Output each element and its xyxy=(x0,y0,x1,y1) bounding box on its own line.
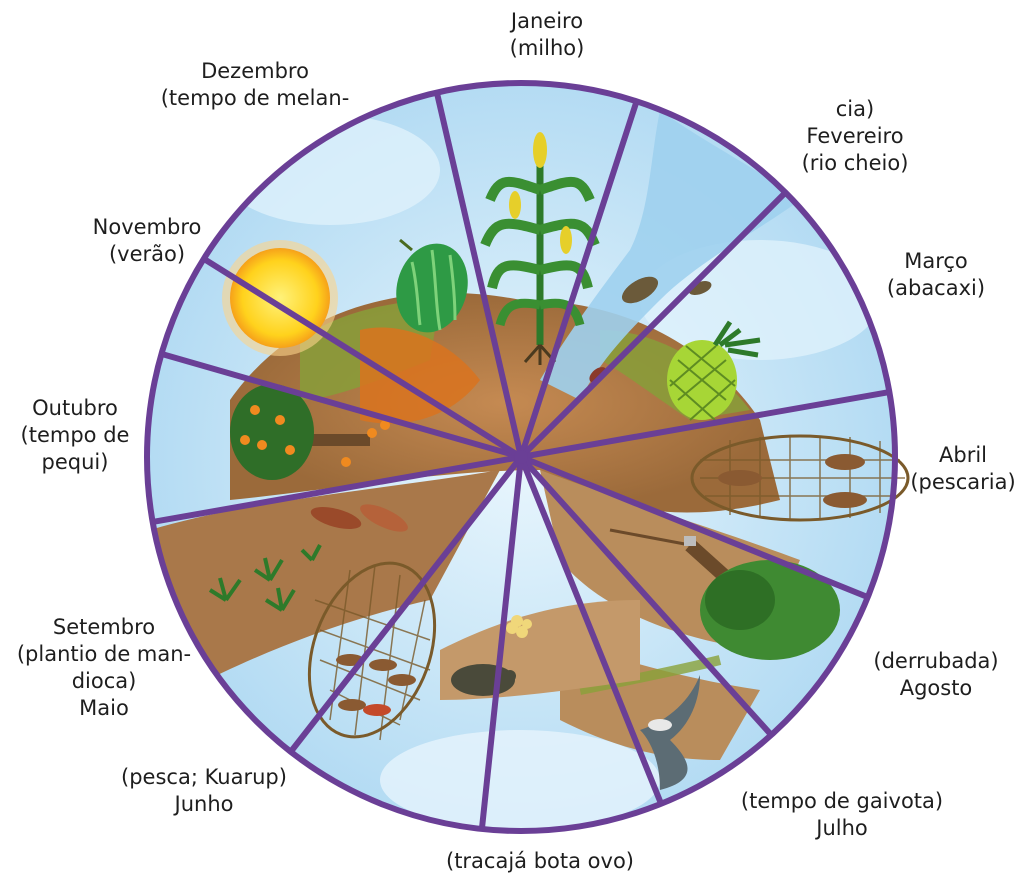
label-line: Janeiro xyxy=(472,8,622,35)
label-line: Novembro xyxy=(72,214,222,241)
label-line: Setembro xyxy=(0,614,208,641)
label-line: Julho xyxy=(722,815,962,842)
label-novembro: Novembro (verão) xyxy=(72,214,222,268)
sun-icon xyxy=(222,240,338,356)
label-line: (plantio de man- xyxy=(0,641,208,668)
label-marco: Março (abacaxi) xyxy=(866,248,1006,302)
label-line: dioca) xyxy=(0,668,208,695)
label-julho: (tempo de gaivota) Julho xyxy=(722,788,962,842)
label-line: Dezembro xyxy=(130,58,380,85)
label-line: pequi) xyxy=(0,449,150,476)
label-outubro: Outubro (tempo de pequi) xyxy=(0,395,150,476)
label-line: Junho xyxy=(104,791,304,818)
label-fevereiro: cia) Fevereiro (rio cheio) xyxy=(770,96,940,177)
label-line: (pescaria) xyxy=(900,469,1026,496)
label-tracaja: (tracajá bota ovo) xyxy=(420,848,660,875)
label-line: Março xyxy=(866,248,1006,275)
label-line: (tracajá bota ovo) xyxy=(420,848,660,875)
label-line: (pesca; Kuarup) xyxy=(104,764,304,791)
label-abril: Abril (pescaria) xyxy=(900,442,1026,496)
label-line: (derrubada) xyxy=(856,648,1016,675)
wheel-hub xyxy=(514,450,528,464)
label-setembro: Setembro (plantio de man- dioca) Maio xyxy=(0,614,208,722)
label-line: Maio xyxy=(0,695,208,722)
label-line: (rio cheio) xyxy=(770,150,940,177)
label-line: Fevereiro xyxy=(770,123,940,150)
label-junho: (pesca; Kuarup) Junho xyxy=(104,764,304,818)
label-line: cia) xyxy=(770,96,940,123)
label-line: (tempo de melan- xyxy=(130,85,380,112)
label-agosto: (derrubada) Agosto xyxy=(856,648,1016,702)
label-janeiro: Janeiro (milho) xyxy=(472,8,622,62)
label-line: Abril xyxy=(900,442,1026,469)
label-line: (verão) xyxy=(72,241,222,268)
label-dezembro: Dezembro (tempo de melan- xyxy=(130,58,380,112)
label-line: (tempo de gaivota) xyxy=(722,788,962,815)
label-line: Agosto xyxy=(856,675,1016,702)
label-line: (tempo de xyxy=(0,422,150,449)
label-line: (abacaxi) xyxy=(866,275,1006,302)
label-line: (milho) xyxy=(472,35,622,62)
label-line: Outubro xyxy=(0,395,150,422)
